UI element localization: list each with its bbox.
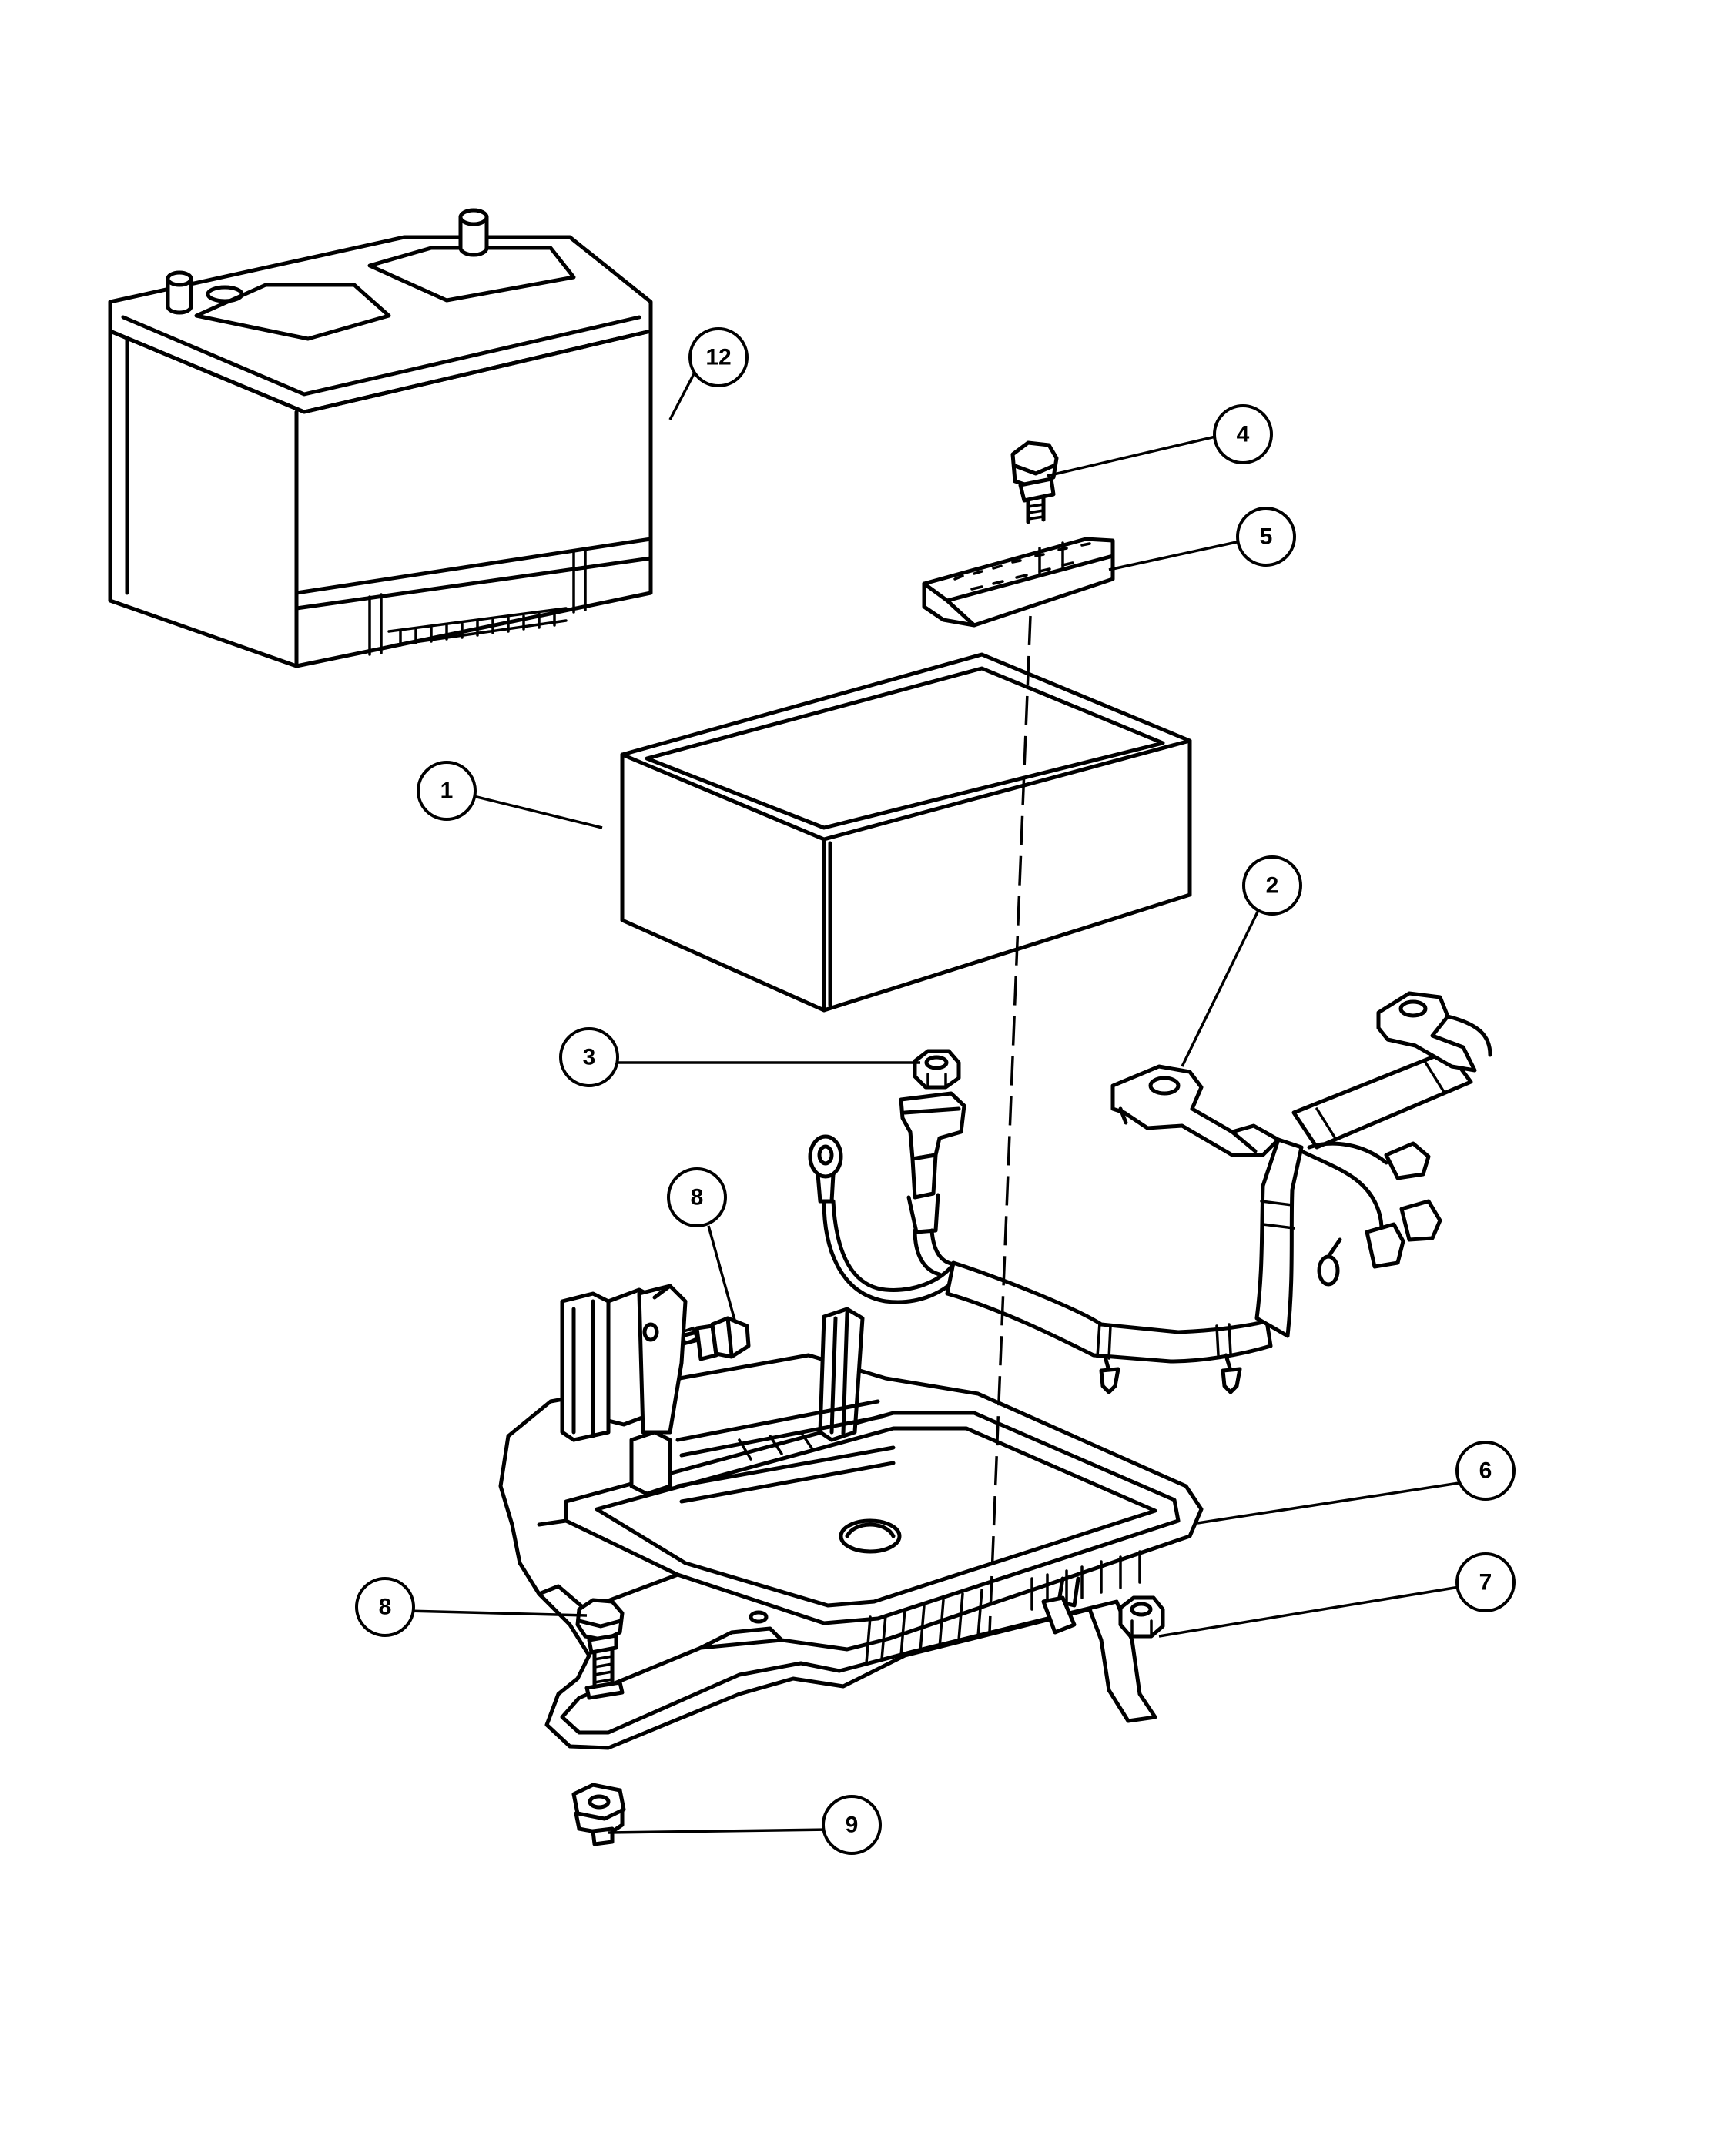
callout-8-upper-label: 8 — [691, 1185, 704, 1210]
callout-6-label: 6 — [1479, 1458, 1492, 1484]
battery-terminal-right — [458, 208, 489, 257]
callout-9-label: 9 — [846, 1813, 859, 1838]
leader-lines — [405, 367, 1465, 1834]
callout-7: 7 — [1455, 1552, 1516, 1612]
callout-3-label: 3 — [583, 1045, 596, 1070]
callout-1: 1 — [417, 761, 477, 821]
callout-4-label: 4 — [1237, 422, 1250, 447]
battery-terminal-left — [166, 270, 193, 315]
battery — [108, 208, 653, 668]
callout-12: 12 — [688, 327, 749, 387]
callout-1-label: 1 — [440, 778, 454, 804]
callout-8-lower: 8 — [355, 1577, 415, 1637]
callout-9: 9 — [822, 1795, 882, 1855]
callout-7-label: 7 — [1479, 1570, 1492, 1595]
battery-tray — [498, 1284, 1204, 1750]
tray-nut — [1118, 1595, 1165, 1639]
callout-6: 6 — [1455, 1441, 1516, 1501]
hold-down-bolt — [1010, 440, 1059, 524]
callout-8-lower-label: 8 — [379, 1595, 392, 1620]
callout-3: 3 — [559, 1027, 619, 1087]
battery-cable — [808, 991, 1492, 1394]
callout-2-label: 2 — [1266, 873, 1279, 899]
callout-8-upper: 8 — [667, 1167, 727, 1227]
battery-shield — [620, 652, 1192, 1013]
nut-clip — [571, 1783, 626, 1846]
hold-down-clamp — [922, 537, 1115, 628]
upper-bolt — [679, 1316, 751, 1361]
callout-2: 2 — [1242, 855, 1302, 916]
callout-5-label: 5 — [1260, 524, 1273, 550]
nut — [913, 1049, 961, 1090]
assembly-centerline — [988, 615, 1032, 1633]
callout-5: 5 — [1236, 507, 1296, 567]
callout-12-label: 12 — [705, 345, 731, 370]
lower-bolt — [575, 1598, 625, 1700]
callout-4: 4 — [1213, 404, 1273, 464]
